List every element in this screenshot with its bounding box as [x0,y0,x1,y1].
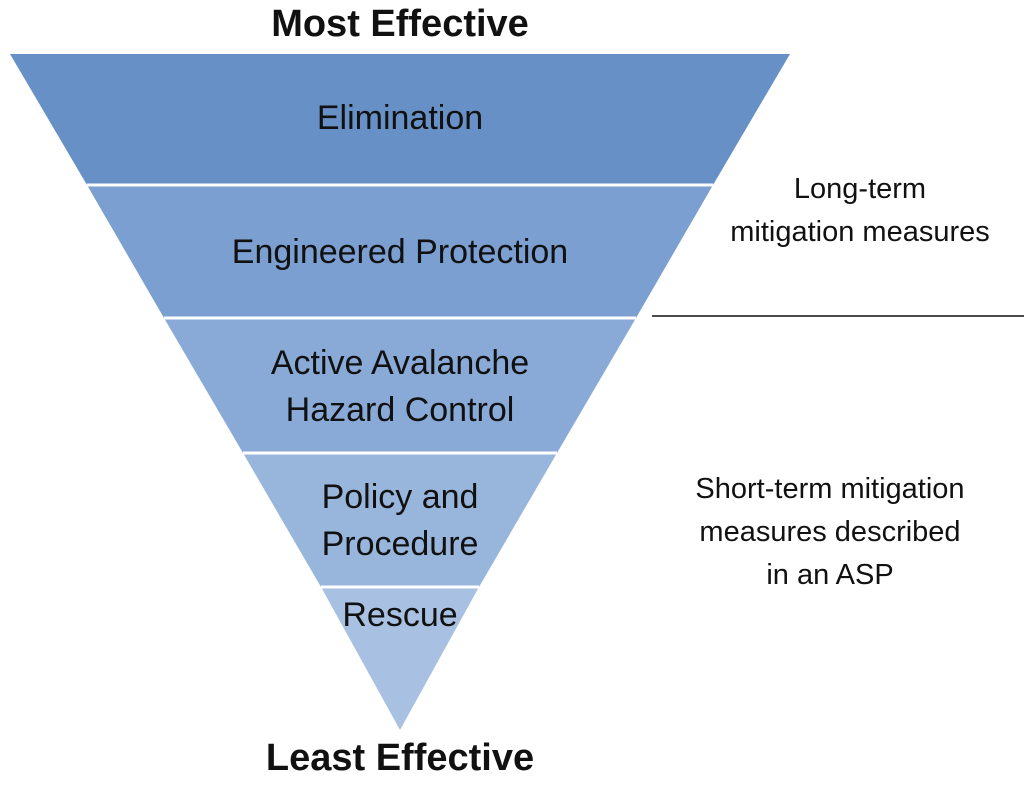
layer-label-line: Hazard Control [285,391,515,429]
note-line: in an ASP [766,559,894,591]
layer-label-line: Engineered Protection [231,233,569,271]
layer-label-active-avalanche-hazard-control: Active Avalanche Hazard Control [200,340,600,434]
note-line: measures described [699,516,961,548]
layer-active-avalanche-control-band [164,318,636,453]
layer-label-rescue: Rescue [200,592,600,639]
note-line: Short-term mitigation [695,473,965,505]
note-line: mitigation measures [730,216,990,248]
layer-engineered-protection-band [87,185,713,318]
layer-label-line: Policy and [321,478,479,516]
layer-label-elimination: Elimination [200,95,600,142]
least-effective-heading: Least Effective [265,737,535,779]
layer-label-line: Elimination [316,99,484,137]
layer-label-policy-and-procedure: Policy and Procedure [200,474,600,568]
layer-policy-procedure-band [243,453,557,587]
layer-rescue-band [321,587,479,730]
note-line: Long-term [793,173,927,205]
layer-label-line: Procedure [321,525,479,563]
long-term-measures-note: Long-term mitigation measures [690,168,1024,254]
layer-label-line: Active Avalanche [270,344,530,382]
short-term-measures-note: Short-term mitigation measures described… [620,468,1024,597]
layer-label-engineered-protection: Engineered Protection [200,229,600,276]
layer-elimination-band [10,54,790,185]
most-effective-heading: Most Effective [271,3,529,45]
layer-label-line: Rescue [342,596,458,634]
